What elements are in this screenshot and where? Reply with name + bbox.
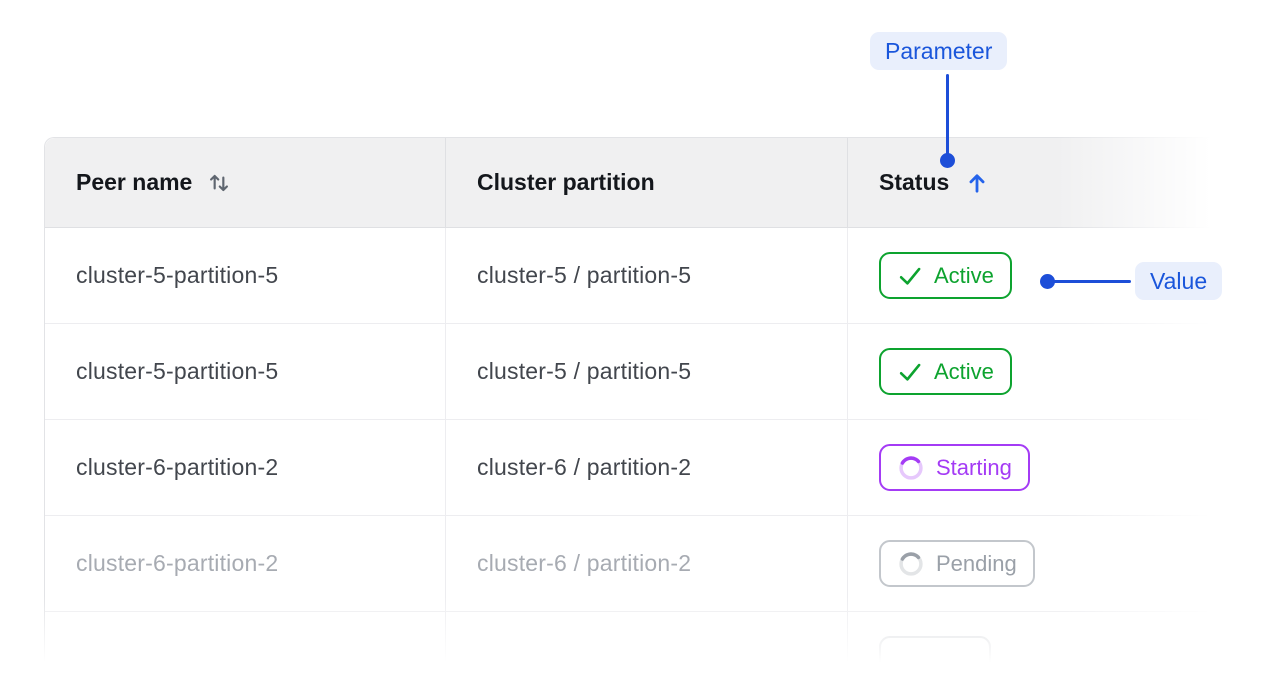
parameter-annotation-label: Parameter xyxy=(870,32,1008,70)
peer-name: cluster-5-partition-5 xyxy=(76,262,279,288)
table-body: cluster-5-partition-5 cluster-5 / partit… xyxy=(45,228,1230,688)
peer-name: cluster-5-partition-5 xyxy=(76,358,279,384)
column-header-cluster-partition[interactable]: Cluster partition xyxy=(446,138,848,227)
status-cell: Active xyxy=(848,324,1230,419)
peer-name-cell: cluster-5-partition-5 xyxy=(45,324,446,419)
sort-ascending-icon[interactable] xyxy=(963,169,991,197)
status-cell xyxy=(848,612,1230,688)
column-header-peer-name[interactable]: Peer name xyxy=(45,138,446,227)
status-cell: Active xyxy=(848,228,1230,323)
table-row[interactable]: cluster-5-partition-5 cluster-5 / partit… xyxy=(45,324,1230,420)
status-cell: Starting xyxy=(848,420,1230,515)
checkmark-icon xyxy=(899,363,921,381)
column-label-peer-name: Peer name xyxy=(76,169,193,195)
table-row[interactable] xyxy=(45,612,1230,688)
value-connector-dot xyxy=(1040,274,1055,289)
checkmark-icon xyxy=(899,267,921,285)
peer-name: cluster-6-partition-2 xyxy=(76,550,279,576)
table-row[interactable]: cluster-5-partition-5 cluster-5 / partit… xyxy=(45,228,1230,324)
cluster-partition: cluster-6 / partition-2 xyxy=(477,454,692,480)
status-label: Active xyxy=(934,358,994,384)
status-badge xyxy=(879,636,991,683)
cluster-partition-cell: cluster-6 / partition-2 xyxy=(446,516,848,611)
cluster-partition-cell: cluster-5 / partition-5 xyxy=(446,228,848,323)
status-label: Pending xyxy=(936,550,1017,576)
column-label-status: Status xyxy=(879,169,950,195)
parameter-connector-line xyxy=(946,74,949,155)
status-badge: Starting xyxy=(879,444,1030,491)
value-connector-line xyxy=(1053,280,1131,283)
status-badge: Pending xyxy=(879,540,1035,587)
table-row[interactable]: cluster-6-partition-2 cluster-6 / partit… xyxy=(45,516,1230,612)
peer-name-cell: cluster-6-partition-2 xyxy=(45,516,446,611)
peer-name: cluster-6-partition-2 xyxy=(76,454,279,480)
column-header-status[interactable]: Status xyxy=(848,138,1230,227)
status-badge: Active xyxy=(879,348,1012,395)
sort-icon[interactable] xyxy=(206,170,232,196)
table-header-row: Peer name Cluster partition Status xyxy=(45,138,1230,228)
spinner-icon xyxy=(899,551,923,576)
cluster-partition: cluster-6 / partition-2 xyxy=(477,550,692,576)
peers-table: Peer name Cluster partition Status clust… xyxy=(44,137,1230,688)
status-cell: Pending xyxy=(848,516,1230,611)
value-annotation-label: Value xyxy=(1135,262,1223,300)
cluster-partition-cell xyxy=(446,612,848,688)
cluster-partition-cell: cluster-6 / partition-2 xyxy=(446,420,848,515)
cluster-partition-cell: cluster-5 / partition-5 xyxy=(446,324,848,419)
status-label: Starting xyxy=(936,454,1012,480)
table-row[interactable]: cluster-6-partition-2 cluster-6 / partit… xyxy=(45,420,1230,516)
parameter-connector-dot xyxy=(940,153,955,168)
peer-name-cell: cluster-6-partition-2 xyxy=(45,420,446,515)
status-badge: Active xyxy=(879,252,1012,299)
cluster-partition: cluster-5 / partition-5 xyxy=(477,358,692,384)
peer-name-cell xyxy=(45,612,446,688)
cluster-partition: cluster-5 / partition-5 xyxy=(477,262,692,288)
status-label: Active xyxy=(934,262,994,288)
spinner-icon xyxy=(899,455,923,480)
peer-name-cell: cluster-5-partition-5 xyxy=(45,228,446,323)
column-label-cluster-partition: Cluster partition xyxy=(477,169,655,195)
